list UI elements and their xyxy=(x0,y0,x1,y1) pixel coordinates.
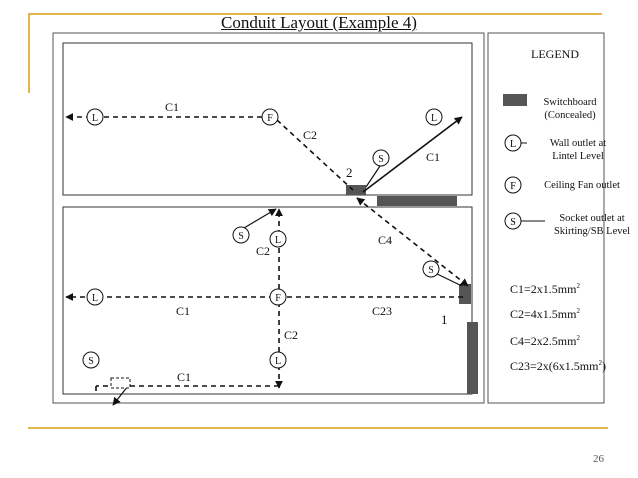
legend-symbol-label: S xyxy=(510,217,516,228)
fixture-label: L xyxy=(275,356,281,367)
fixture-label: S xyxy=(238,231,244,242)
legend-formula-c23: C23=2x(6x1.5mm2) xyxy=(510,359,606,373)
legend-line: Lintel Level xyxy=(552,151,604,162)
legend-wall-outlet-text: Wall outlet at Lintel Level xyxy=(540,137,616,163)
wall-block-upper xyxy=(377,196,457,206)
plan-frame xyxy=(52,32,485,404)
socket-outlet-icon xyxy=(82,351,100,369)
legend-formula-c4: C4=2x2.5mm2 xyxy=(510,334,580,348)
legend-socket-text: Socket outlet at Skirting/SB Level xyxy=(548,212,636,238)
conduit-c4 xyxy=(356,197,469,287)
wall-block-right xyxy=(467,322,478,394)
conduit-label: C2 xyxy=(303,128,317,142)
legend-line: Skirting/SB Level xyxy=(553,226,631,237)
legend-line: Switchboard xyxy=(543,97,597,108)
socket-feed-bottom xyxy=(112,385,129,406)
switchboard-1 xyxy=(459,284,471,304)
room-lower xyxy=(62,206,473,395)
switchboard-2 xyxy=(346,185,366,195)
wall-outlet-icon xyxy=(425,108,443,126)
page-number: 26 xyxy=(593,453,604,465)
conduit-label: C2 xyxy=(256,244,270,258)
accent-bar-left xyxy=(28,13,30,93)
legend-symbol-label: F xyxy=(510,181,516,192)
wall-outlet-icon xyxy=(269,230,287,248)
socket-outlet-icon xyxy=(232,226,250,244)
ceiling-fan-icon xyxy=(269,288,287,306)
fan-legend-icon xyxy=(504,176,522,194)
fixture-label: L xyxy=(275,235,281,246)
conduit-label: C2 xyxy=(284,328,298,342)
ceiling-fan-icon xyxy=(261,108,279,126)
conduit-label: C4 xyxy=(378,233,392,247)
switchboard-number: 2 xyxy=(346,165,353,180)
legend-line: Wall outlet at xyxy=(549,138,607,149)
fixture-label: L xyxy=(431,113,437,124)
legend-frame xyxy=(487,32,605,404)
accent-bar-top xyxy=(28,13,602,15)
socket-outlet-icon xyxy=(422,260,440,278)
slide-title: Conduit Layout (Example 4) xyxy=(221,13,417,32)
socket-outlet-icon xyxy=(372,149,390,167)
legend-title: LEGEND xyxy=(531,47,579,61)
conduit-upper-c1b xyxy=(362,116,463,193)
socket-feed-upper xyxy=(365,162,383,188)
conduit-label: C1 xyxy=(177,370,191,384)
legend-line: Socket outlet at xyxy=(559,213,625,224)
legend-symbol-label: L xyxy=(510,139,516,150)
fixture-label: L xyxy=(92,113,98,124)
fixture-label: F xyxy=(267,113,273,124)
wall-outlet-icon xyxy=(269,351,287,369)
legend-formula-c2: C2=4x1.5mm2 xyxy=(510,307,580,321)
switchboard-number: 1 xyxy=(441,312,448,327)
conduit-label: C1 xyxy=(426,150,440,164)
legend-formula-c1: C1=2x1.5mm2 xyxy=(510,282,580,296)
switchboard-legend-icon xyxy=(503,94,527,106)
fixture-label: S xyxy=(88,356,94,367)
conduit-label: C1 xyxy=(176,304,190,318)
fixture-label: S xyxy=(378,154,384,165)
legend-switchboard-text: Switchboard (Concealed) xyxy=(532,96,608,122)
room-upper xyxy=(62,42,473,196)
accent-bar-bottom xyxy=(28,427,608,429)
legend-fan-text: Ceiling Fan outlet xyxy=(528,179,636,192)
legend-line: (Concealed) xyxy=(544,110,596,121)
wall-outlet-icon xyxy=(86,108,104,126)
conduit-label: C23 xyxy=(372,304,392,318)
socket-feed-right xyxy=(432,271,463,287)
junction-box xyxy=(110,377,131,389)
conduit-label: C1 xyxy=(165,100,179,114)
fixture-label: S xyxy=(428,265,434,276)
fixture-label: L xyxy=(92,293,98,304)
fixture-label: F xyxy=(275,293,281,304)
socket-feed-c2 xyxy=(243,208,277,229)
wall-outlet-icon xyxy=(86,288,104,306)
legend-line: Ceiling Fan outlet xyxy=(544,180,620,191)
